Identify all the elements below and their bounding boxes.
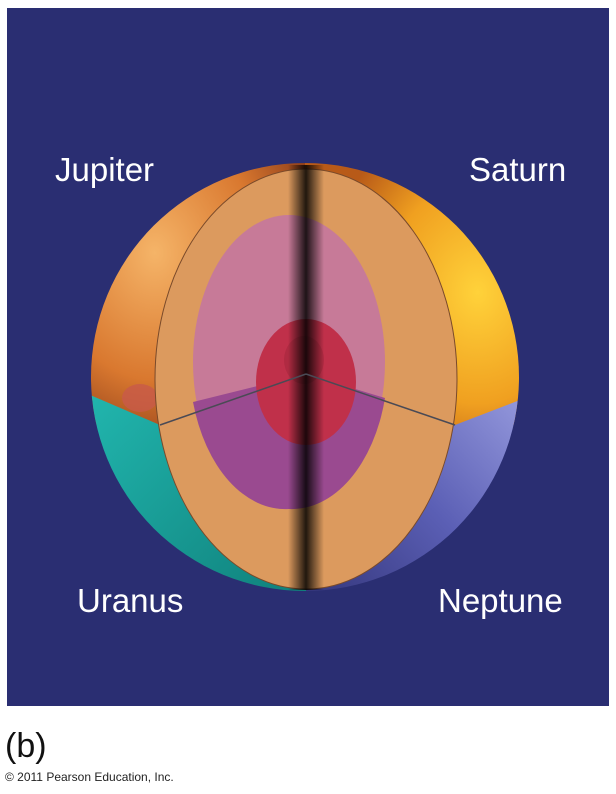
label-uranus: Uranus <box>77 582 184 619</box>
great-red-spot <box>122 384 158 412</box>
diagram-panel <box>7 8 609 706</box>
copyright: © 2011 Pearson Education, Inc. <box>5 770 174 784</box>
giant-planet-interior-illustration <box>91 163 519 591</box>
cut-line-left <box>159 373 307 426</box>
label-neptune: Neptune <box>438 582 563 619</box>
central-shadow <box>156 165 456 590</box>
cut-line-right <box>305 373 456 426</box>
label-saturn: Saturn <box>469 151 567 188</box>
label-jupiter: Jupiter <box>55 151 155 188</box>
part-label: (b) <box>5 727 47 765</box>
